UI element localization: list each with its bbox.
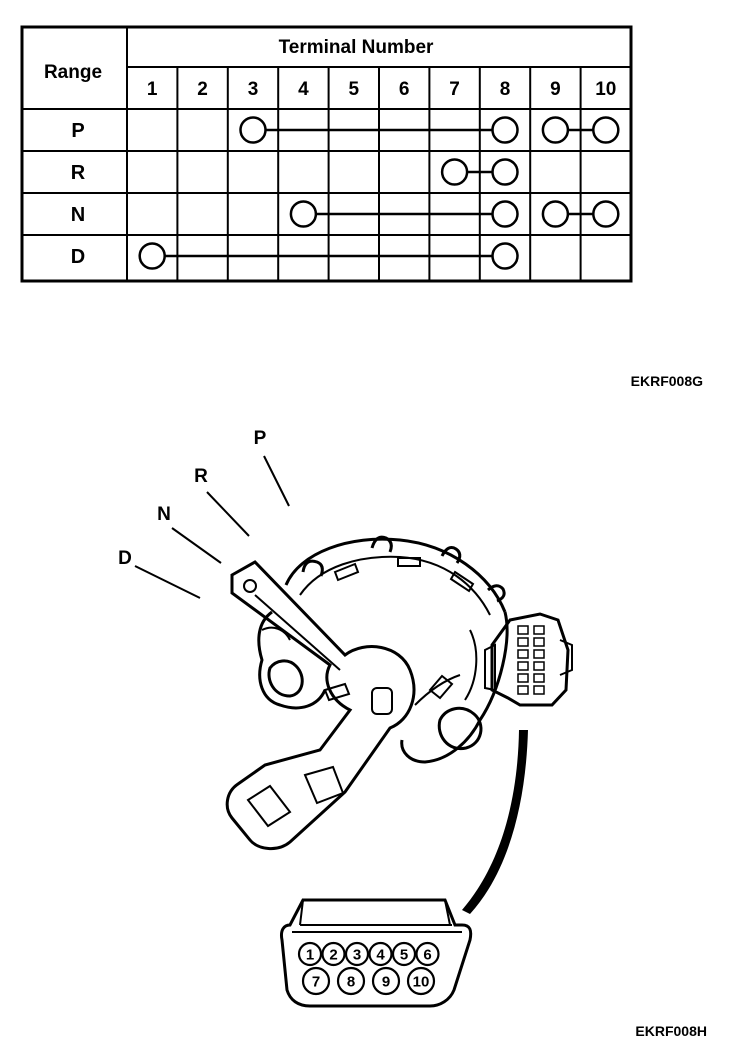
connector-cavity	[533, 661, 545, 671]
connector-pin	[297, 941, 323, 967]
connector-cavity	[533, 673, 545, 683]
connector-cavity	[517, 673, 529, 683]
continuity-node	[491, 242, 519, 270]
connector-pin-number: 5	[400, 947, 408, 964]
terminal-number-header: Terminal Number	[279, 37, 434, 58]
continuity-node	[289, 200, 318, 228]
connector-cavity	[533, 685, 545, 695]
range-label: N	[71, 204, 85, 226]
terminal-number: 8	[500, 79, 511, 100]
connector-pin-number: 8	[347, 974, 355, 991]
range-label: R	[71, 162, 86, 184]
connector-pin	[368, 941, 393, 967]
harness-lead	[462, 730, 528, 914]
connector-pin-number: 7	[312, 974, 320, 991]
connector-pin-number: 6	[423, 947, 431, 964]
terminal-number: 4	[298, 79, 309, 100]
connector-cavity	[533, 637, 545, 647]
continuity-node	[592, 200, 620, 228]
continuity-node	[541, 200, 570, 228]
position-label-p: P	[254, 428, 267, 449]
inhibitor-switch-drawing: P R N D	[118, 428, 573, 1008]
continuity-node	[491, 116, 519, 144]
continuity-node	[440, 158, 469, 186]
connector-cavity	[517, 649, 529, 659]
terminal-number: 5	[349, 79, 360, 100]
connector-pin-number: 9	[382, 974, 390, 991]
connector-cavity	[517, 661, 529, 671]
connector-pin	[371, 966, 401, 996]
connector-cavity	[517, 625, 529, 635]
continuity-node	[491, 158, 519, 186]
position-label-n: N	[157, 504, 171, 525]
connector-pin-number: 2	[329, 947, 337, 964]
continuity-node	[592, 116, 620, 144]
side-connector	[484, 612, 573, 707]
connector-pin	[415, 941, 440, 967]
continuity-node	[239, 116, 267, 144]
connector-pin-number: 10	[413, 974, 430, 991]
range-header: Range	[44, 62, 102, 83]
terminal-number: 6	[399, 79, 410, 100]
connector-cavity	[517, 685, 529, 695]
terminal-number: 10	[595, 79, 616, 100]
position-label-r: R	[194, 466, 208, 487]
terminal-number: 3	[248, 79, 259, 100]
connector-pin-number: 4	[376, 947, 385, 964]
continuity-node	[541, 116, 570, 144]
range-label: P	[71, 120, 84, 142]
terminal-number: 9	[550, 79, 561, 100]
terminal-number: 7	[449, 79, 460, 100]
figure-code-bottom: EKRF008H	[635, 1023, 707, 1039]
switch-body	[257, 535, 509, 764]
selector-lever	[225, 560, 416, 850]
connector-pin-number: 3	[353, 947, 361, 964]
connector-pin	[301, 966, 331, 996]
figure-code-top: EKRF008G	[631, 373, 703, 389]
connector-pin	[406, 966, 436, 996]
continuity-node	[138, 242, 166, 270]
position-indicators: P R N D	[118, 428, 290, 599]
connector-cavity	[517, 637, 529, 647]
connector-pin	[391, 941, 417, 967]
connector-pin-number: 1	[306, 947, 314, 964]
connector-cavity	[533, 649, 545, 659]
position-label-d: D	[118, 548, 132, 569]
connector-pin	[321, 941, 346, 967]
terminal-number: 2	[197, 79, 208, 100]
connector-cavity	[533, 625, 545, 635]
connector-pin	[336, 966, 366, 996]
connector-pin	[344, 941, 370, 967]
range-label: D	[71, 246, 85, 268]
continuity-node	[491, 200, 519, 228]
terminal-number: 1	[147, 79, 158, 100]
table-border	[20, 25, 633, 283]
